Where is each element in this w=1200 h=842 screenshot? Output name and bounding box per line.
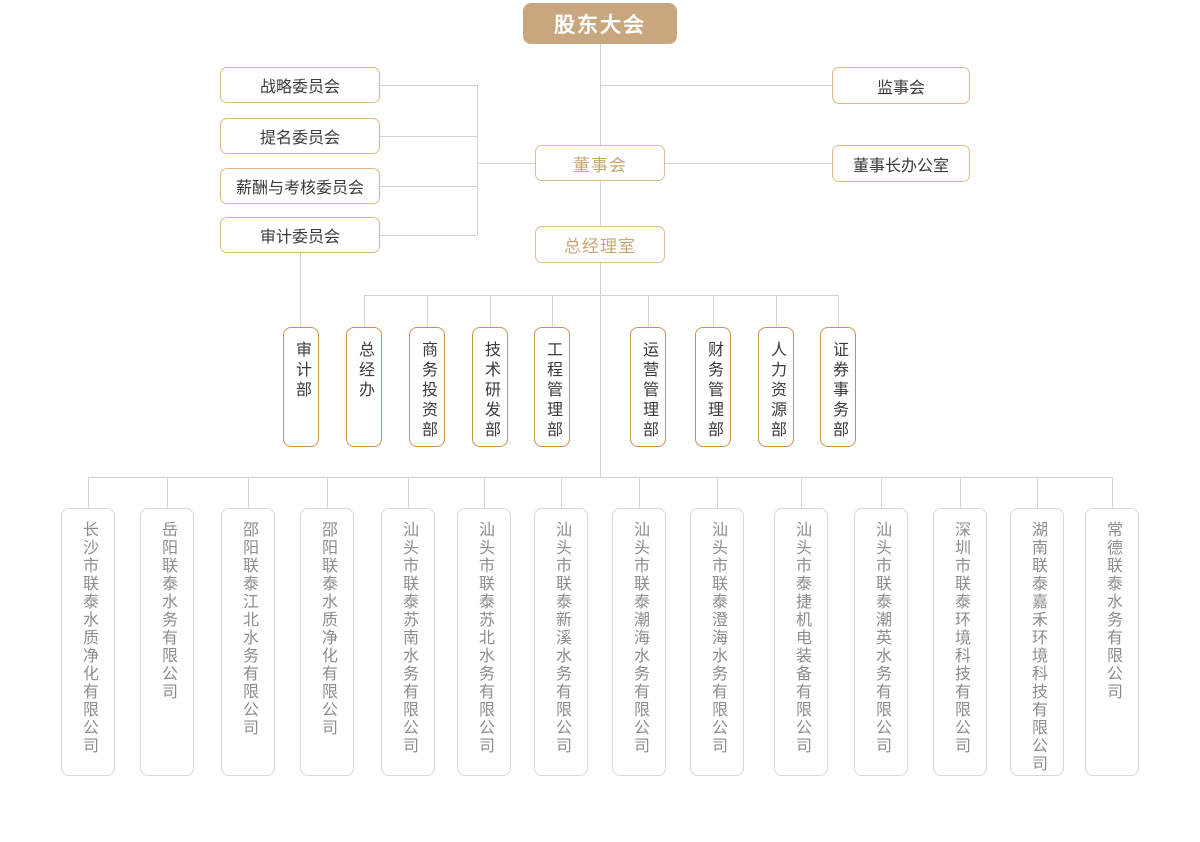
dept-label: 技术研发部 xyxy=(482,341,499,441)
connector-line xyxy=(490,295,491,327)
connector-line xyxy=(717,477,718,508)
connector-line xyxy=(427,295,428,327)
node-dept-securities-affairs: 证券事务部 xyxy=(820,327,856,447)
node-dept-gm-admin: 总经办 xyxy=(346,327,382,447)
connector-line xyxy=(380,235,477,236)
dept-label: 商务投资部 xyxy=(419,341,436,441)
connector-line xyxy=(600,44,601,145)
node-committee-strategy: 战略委员会 xyxy=(220,67,380,103)
connector-line xyxy=(88,477,89,508)
node-subsidiary-shaoyang-jiangbei-water: 邵阳联泰江北水务有限公司 xyxy=(221,508,275,776)
connector-line xyxy=(552,295,553,327)
node-subsidiary-shenzhen-environment-tech: 深圳市联泰环境科技有限公司 xyxy=(933,508,987,776)
subsidiary-label: 汕头市联泰苏南水务有限公司 xyxy=(400,521,417,755)
subsidiary-label: 湖南联泰嘉禾环境科技有限公司 xyxy=(1029,521,1046,773)
node-board-of-directors: 董事会 xyxy=(535,145,665,181)
connector-line xyxy=(248,477,249,508)
connector-line xyxy=(408,477,409,508)
connector-line xyxy=(327,477,328,508)
subsidiary-label: 常德联泰水务有限公司 xyxy=(1104,521,1121,701)
node-committee-nomination: 提名委员会 xyxy=(220,118,380,154)
subsidiary-label: 汕头市联泰新溪水务有限公司 xyxy=(553,521,570,755)
subsidiary-label: 汕头市联泰苏北水务有限公司 xyxy=(476,521,493,755)
dept-label: 工程管理部 xyxy=(544,341,561,441)
connector-line xyxy=(167,477,168,508)
node-subsidiary-shantou-sunan-water: 汕头市联泰苏南水务有限公司 xyxy=(381,508,435,776)
node-subsidiary-yueyang-water: 岳阳联泰水务有限公司 xyxy=(140,508,194,776)
node-dept-tech-rd: 技术研发部 xyxy=(472,327,508,447)
connector-line xyxy=(380,136,477,137)
node-general-manager-office: 总经理室 xyxy=(535,226,665,263)
subsidiary-label: 汕头市联泰潮英水务有限公司 xyxy=(873,521,890,755)
connector-line xyxy=(801,477,802,508)
node-dept-business-investment: 商务投资部 xyxy=(409,327,445,447)
connector-line xyxy=(639,477,640,508)
node-subsidiary-changsha-water-purification: 长沙市联泰水质净化有限公司 xyxy=(61,508,115,776)
connector-line xyxy=(380,186,477,187)
connector-line xyxy=(380,85,477,86)
node-shareholders-meeting: 股东大会 xyxy=(523,3,677,44)
node-dept-audit: 审计部 xyxy=(283,327,319,447)
connector-line xyxy=(477,85,478,235)
node-dept-human-resources: 人力资源部 xyxy=(758,327,794,447)
node-subsidiary-shaoyang-water-purification: 邵阳联泰水质净化有限公司 xyxy=(300,508,354,776)
connector-line xyxy=(776,295,777,327)
subsidiary-label: 邵阳联泰水质净化有限公司 xyxy=(319,521,336,737)
node-supervisory-board: 监事会 xyxy=(832,67,970,104)
subsidiary-label: 汕头市联泰潮海水务有限公司 xyxy=(631,521,648,755)
node-committee-remuneration: 薪酬与考核委员会 xyxy=(220,168,380,204)
node-subsidiary-shantou-xinxi-water: 汕头市联泰新溪水务有限公司 xyxy=(534,508,588,776)
node-chairman-office: 董事长办公室 xyxy=(832,145,970,182)
node-committee-audit: 审计委员会 xyxy=(220,217,380,253)
dept-label: 总经办 xyxy=(356,341,373,401)
connector-line xyxy=(364,295,365,327)
connector-line xyxy=(648,295,649,327)
dept-label: 人力资源部 xyxy=(768,341,785,441)
connector-line xyxy=(484,477,485,508)
connector-line xyxy=(561,477,562,508)
node-subsidiary-shantou-chaohai-water: 汕头市联泰潮海水务有限公司 xyxy=(612,508,666,776)
connector-line xyxy=(600,263,601,477)
connector-line xyxy=(477,163,535,164)
node-subsidiary-shantou-chenghai-water: 汕头市联泰澄海水务有限公司 xyxy=(690,508,744,776)
node-dept-finance-mgmt: 财务管理部 xyxy=(695,327,731,447)
node-subsidiary-shantou-subei-water: 汕头市联泰苏北水务有限公司 xyxy=(457,508,511,776)
node-subsidiary-shantou-taijie-equipment: 汕头市泰捷机电装备有限公司 xyxy=(774,508,828,776)
node-dept-engineering-mgmt: 工程管理部 xyxy=(534,327,570,447)
connector-line xyxy=(600,85,832,86)
connector-line xyxy=(665,163,832,164)
node-dept-operations-mgmt: 运营管理部 xyxy=(630,327,666,447)
subsidiary-label: 深圳市联泰环境科技有限公司 xyxy=(952,521,969,755)
connector-line xyxy=(1112,477,1113,508)
connector-line xyxy=(300,253,301,327)
connector-line xyxy=(960,477,961,508)
dept-label: 运营管理部 xyxy=(640,341,657,441)
connector-line xyxy=(713,295,714,327)
node-subsidiary-hunan-jiahe-environment-tech: 湖南联泰嘉禾环境科技有限公司 xyxy=(1010,508,1064,776)
connector-line xyxy=(881,477,882,508)
subsidiary-label: 长沙市联泰水质净化有限公司 xyxy=(80,521,97,755)
subsidiary-label: 岳阳联泰水务有限公司 xyxy=(159,521,176,701)
connector-line xyxy=(600,181,601,226)
subsidiary-label: 汕头市联泰澄海水务有限公司 xyxy=(709,521,726,755)
subsidiary-label: 汕头市泰捷机电装备有限公司 xyxy=(793,521,810,755)
connector-line xyxy=(838,295,839,327)
dept-label: 财务管理部 xyxy=(705,341,722,441)
dept-label: 审计部 xyxy=(293,341,310,401)
node-subsidiary-shantou-chaoying-water: 汕头市联泰潮英水务有限公司 xyxy=(854,508,908,776)
subsidiary-label: 邵阳联泰江北水务有限公司 xyxy=(240,521,257,737)
node-subsidiary-changde-water: 常德联泰水务有限公司 xyxy=(1085,508,1139,776)
connector-line xyxy=(364,295,838,296)
dept-label: 证券事务部 xyxy=(830,341,847,441)
connector-line xyxy=(88,477,1112,478)
connector-line xyxy=(1037,477,1038,508)
